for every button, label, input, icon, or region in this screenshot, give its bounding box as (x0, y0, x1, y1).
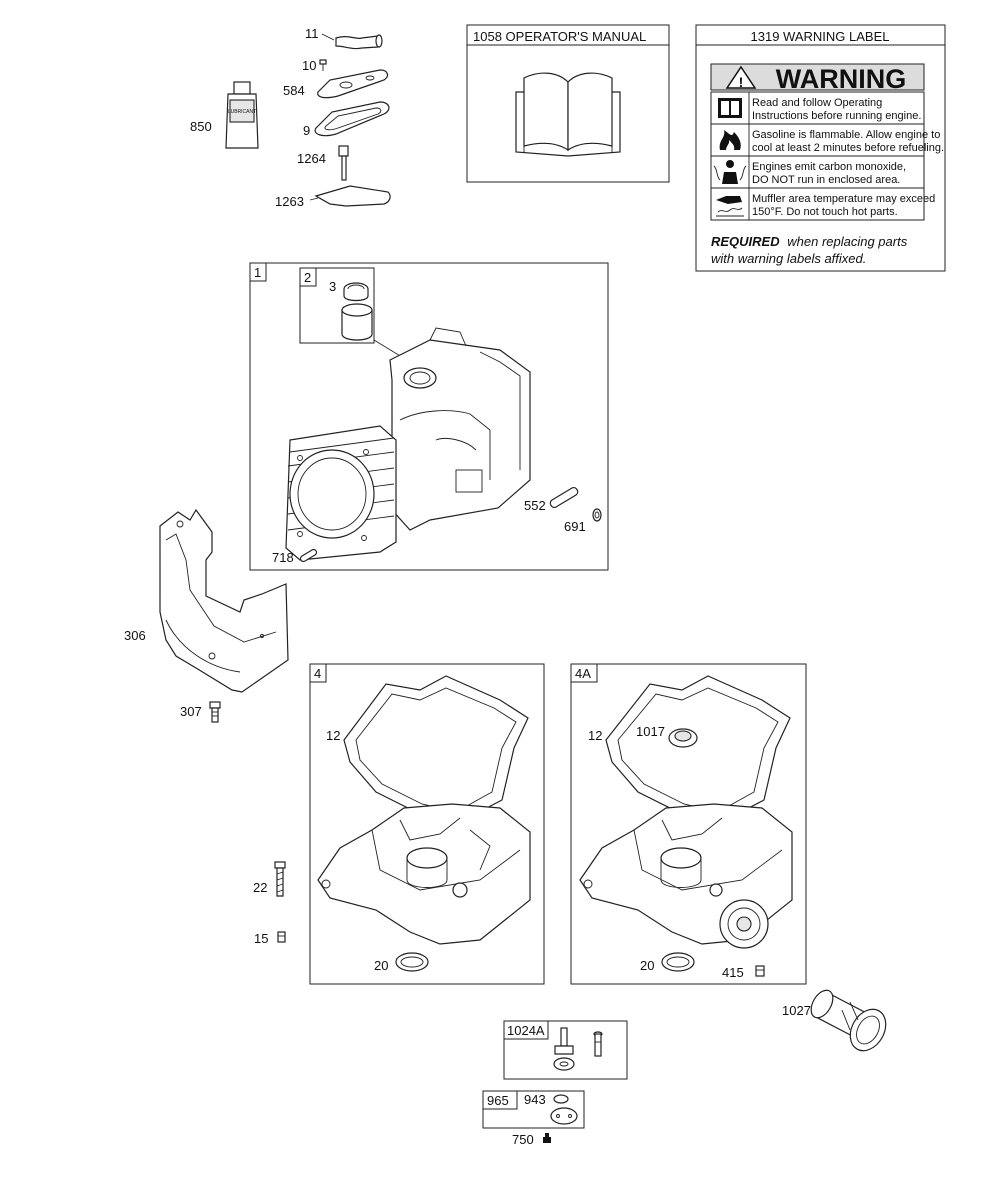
operators-manual-title: 1058 OPERATOR'S MANUAL (473, 29, 646, 44)
oil-drain-kit-box-965: 965 943 (482, 1090, 585, 1129)
oil-cap-1017 (668, 728, 698, 748)
seal-691 (592, 508, 602, 522)
bolt-1264 (338, 145, 349, 181)
callout-1027: 1027 (782, 1003, 811, 1018)
required-note-line-2: with warning labels affixed. (711, 251, 866, 266)
warning-line-3b: DO NOT run in enclosed area. (752, 174, 900, 186)
callout-22: 22 (253, 880, 267, 895)
svg-text:!: ! (739, 74, 744, 90)
callout-718: 718 (272, 550, 294, 565)
oil-pump-kit-box-1024a: 1024A (503, 1020, 628, 1080)
sleeve-2 (341, 303, 373, 341)
baffle-1263 (309, 185, 391, 207)
callout-415: 415 (722, 965, 744, 980)
callout-12-left: 12 (326, 728, 340, 743)
callout-943: 943 (524, 1092, 546, 1107)
oil-pump-pin (593, 1031, 603, 1057)
oil-seal-20-left (395, 952, 429, 972)
manual-icon (718, 98, 742, 118)
warning-line-3a: Engines emit carbon monoxide, (752, 161, 906, 173)
hot-surface-icon (716, 196, 744, 217)
sump-body (317, 803, 531, 945)
callout-552: 552 (524, 498, 546, 513)
piston-ring-3 (343, 282, 369, 302)
required-note-line-1: REQUIRED when replacing parts (711, 234, 908, 249)
callout-10: 10 (302, 58, 316, 73)
screw-10 (319, 59, 327, 71)
sump-body-b (579, 803, 793, 949)
oil-pump-gear (553, 1027, 575, 1071)
operators-manual-box: 1058 OPERATOR'S MANUAL (466, 24, 670, 183)
callout-9: 9 (303, 123, 310, 138)
callout-3: 3 (329, 279, 336, 294)
dowel-pin-552 (549, 487, 579, 508)
warning-line-2b: cool at least 2 minutes before refueling… (752, 142, 944, 154)
callout-306: 306 (124, 628, 146, 643)
warning-heading: WARNING (776, 64, 907, 94)
cylinder-shield-306 (159, 508, 289, 693)
lubricant-tube-850: LUBRICANT (225, 81, 259, 149)
warning-line-1b: Instructions before running engine. (752, 110, 921, 122)
callout-965: 965 (487, 1093, 509, 1108)
callout-12-right: 12 (588, 728, 602, 743)
callout-4a: 4A (575, 666, 591, 681)
screw-307 (209, 701, 221, 723)
required-rest: when replacing parts (787, 234, 907, 249)
plug-415 (755, 965, 765, 977)
breather-tube-11 (321, 33, 383, 50)
required-bold: REQUIRED (711, 234, 780, 249)
screw-750 (543, 1133, 551, 1143)
callout-11: 11 (305, 26, 319, 41)
callout-2: 2 (304, 270, 311, 285)
callout-15: 15 (254, 931, 268, 946)
breather-cover-584 (317, 69, 389, 99)
breather-gasket-9 (314, 101, 390, 137)
callout-1: 1 (254, 265, 261, 280)
callout-4: 4 (314, 666, 321, 681)
o-ring-943 (553, 1094, 569, 1104)
carbon-monoxide-icon (713, 160, 747, 184)
warning-line-1a: Read and follow Operating (752, 97, 882, 109)
callout-1263: 1263 (275, 194, 304, 209)
lubricant-tube-label: LUBRICANT (228, 109, 256, 115)
cylinder-block (285, 327, 531, 561)
callout-1024a: 1024A (507, 1023, 545, 1038)
warning-line-4a: Muffler area temperature may exceed (752, 193, 935, 205)
cylinder-assembly-box: 1 2 3 (249, 262, 609, 571)
bolt-22 (274, 861, 286, 897)
callout-691: 691 (564, 519, 586, 534)
callout-1264: 1264 (297, 151, 326, 166)
sump-gasket-12 (343, 675, 529, 825)
sump-assembly-box-4: 4 12 20 (309, 663, 545, 985)
dowel-pin-718 (299, 548, 318, 563)
oil-filter-1027 (810, 989, 887, 1052)
warning-label-box: 1319 WARNING LABEL ! WARNING (695, 24, 946, 272)
sump-gasket-12-b (605, 675, 791, 825)
cover-plate-965 (550, 1107, 578, 1125)
callout-307: 307 (180, 704, 202, 719)
warning-line-4b: 150°F. Do not touch hot parts. (752, 206, 898, 218)
callout-1017: 1017 (636, 724, 665, 739)
callout-584: 584 (283, 83, 305, 98)
callout-750: 750 (512, 1132, 534, 1147)
callout-20-right: 20 (640, 958, 654, 973)
warning-line-2a: Gasoline is flammable. Allow engine to (752, 129, 940, 141)
callout-20-left: 20 (374, 958, 388, 973)
fire-icon (719, 130, 741, 150)
callout-850: 850 (190, 119, 212, 134)
book-icon (515, 72, 621, 157)
sump-assembly-box-4a: 4A 12 1017 20 (570, 663, 807, 985)
oil-seal-20-right (661, 952, 695, 972)
warning-label-title: 1319 WARNING LABEL (751, 29, 890, 44)
warning-triangle-icon: ! (725, 65, 757, 90)
plug-15 (277, 931, 286, 943)
